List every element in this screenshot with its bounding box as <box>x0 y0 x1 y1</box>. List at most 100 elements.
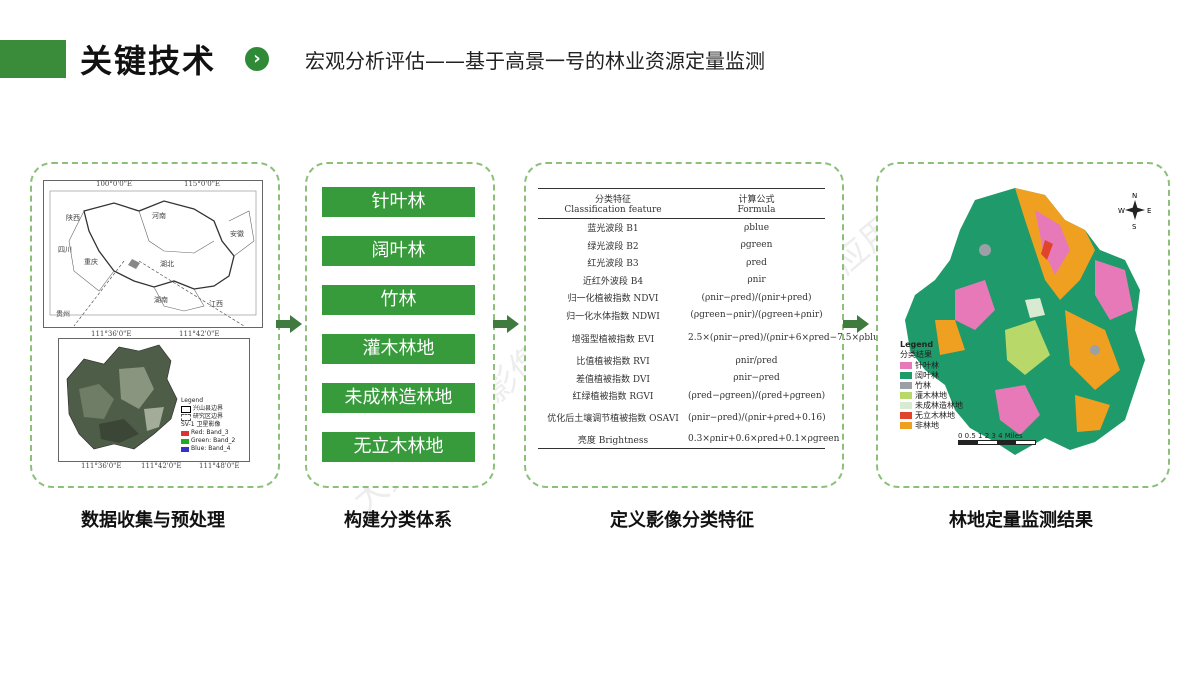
map-label: 河南 <box>152 212 166 220</box>
label-monitoring-result: 林地定量监测结果 <box>949 510 1093 531</box>
map-label: 湖北 <box>160 260 174 268</box>
legend-row: 竹林 <box>900 380 963 390</box>
scale-text: 0 0.5 1 2 3 4 <box>958 432 1003 440</box>
study-area-map: 111°36'0"E 111°42'0"E Legend 兴山县边界 研究区边界… <box>58 330 250 470</box>
feature-name: 归一化水体指数 NDWI <box>566 311 660 322</box>
feature-name: 近红外波段 B4 <box>582 276 644 287</box>
svg-text:S: S <box>1132 223 1137 230</box>
feature-name: 差值植被指数 DVI <box>576 374 650 385</box>
location-map: 100°0'0"E 115°0'0"E 陕西 河南 四川 重庆 湖北 湖南 安徽… <box>43 180 263 328</box>
table-row: 绿光波段 B2 ρgreen <box>538 237 825 255</box>
table-row: 优化后土壤调节植被指数 OSAVI(ρnir−ρred)/(ρnir+ρred+… <box>538 405 825 431</box>
page-title: 关键技术 <box>80 42 217 80</box>
feature-formula: (ρgreen−ρnir)/(ρgreen+ρnir) <box>690 310 823 321</box>
table-row: 比值植被指数 RVI ρnir/ρred <box>538 352 825 370</box>
legend-item: 兴山县边界 <box>193 405 224 412</box>
feature-name: 蓝光波段 B1 <box>587 224 639 235</box>
svg-text:N: N <box>1132 192 1137 200</box>
legend-title: Legend <box>181 397 204 404</box>
feature-name: 归一化植被指数 NDVI <box>567 294 659 305</box>
legend-item: 灌木林地 <box>915 390 947 400</box>
map-label: 111°42'0"E <box>179 330 220 338</box>
map-label: 安徽 <box>230 230 244 238</box>
class-item-young-plantation: 未成林造林地 <box>322 383 475 413</box>
arrow-right-icon <box>276 315 302 333</box>
feature-name: 绿光波段 B2 <box>587 241 639 252</box>
legend-item: Red: Band_3 <box>191 429 229 436</box>
legend-row: 针叶林 <box>900 360 963 370</box>
chevron-right-icon: › <box>245 47 269 71</box>
legend-item: Green: Band_2 <box>191 437 236 444</box>
arrow-right-icon <box>843 315 869 333</box>
classification-result-map <box>905 188 1145 455</box>
result-legend: Legend 分类结果 针叶林 阔叶林 竹林 灌木林地 未成林造林地 无立木林地… <box>900 340 963 430</box>
map-label: 湖南 <box>154 296 168 304</box>
feature-formula: ρnir/ρred <box>735 355 778 366</box>
table-row: 红绿植被指数 RGVI(ρred−ρgreen)/(ρred+ρgreen) <box>538 387 826 405</box>
feature-formula: 2.5×(ρnir−ρred)/(ρnir+6×ρred−7.5×ρblue+1… <box>688 333 901 343</box>
legend-row: Red: Band_3 <box>181 429 235 437</box>
table-row: 增强型植被指数 EVI 2.5×(ρnir−ρred)/(ρnir+6×ρred−… <box>538 324 901 352</box>
legend-subtitle: 分类结果 <box>900 350 932 359</box>
legend-row: 灌木林地 <box>900 390 963 400</box>
feature-formula: ρnir <box>747 275 766 286</box>
page-subtitle: 宏观分析评估——基于高景一号的林业资源定量监测 <box>305 49 765 73</box>
svg-text:W: W <box>1118 207 1125 215</box>
class-item-broadleaf: 阔叶林 <box>322 236 475 266</box>
map-label: 贵州 <box>56 310 70 318</box>
legend-item: SV-1 卫星影像 <box>181 421 221 428</box>
table-row: 近红外波段 B4 ρnir <box>538 272 825 290</box>
label-image-features: 定义影像分类特征 <box>610 510 754 531</box>
legend-item: 无立木林地 <box>915 410 955 420</box>
legend-item: 针叶林 <box>915 360 939 370</box>
table-row: 归一化植被指数 NDVI(ρnir−ρred)/(ρnir+ρred) <box>538 289 825 307</box>
province-map-drawing <box>49 190 257 327</box>
legend-item: 竹林 <box>915 380 931 390</box>
feature-formula: ρgreen <box>740 240 773 251</box>
feature-name: 红光波段 B3 <box>587 259 639 270</box>
legend-row: Green: Band_2 <box>181 437 235 445</box>
feature-name: 比值植被指数 RVI <box>576 357 650 368</box>
satellite-image-drawing <box>66 344 178 450</box>
legend-row: 未成林造林地 <box>900 400 963 410</box>
legend-item: 非林地 <box>915 420 939 430</box>
legend-row: 非林地 <box>900 420 963 430</box>
map-label: 江西 <box>209 300 223 308</box>
study-map-legend: Legend 兴山县边界 研究区边界 SV-1 卫星影像 Red: Band_3… <box>181 397 235 453</box>
legend-row: 阔叶林 <box>900 370 963 380</box>
legend-item: 阔叶林 <box>915 370 939 380</box>
map-label: 重庆 <box>84 258 98 266</box>
feature-formula: (ρred−ρgreen)/(ρred+ρgreen) <box>688 390 826 401</box>
feature-formula: ρnir−ρred <box>733 373 780 384</box>
title-accent-bar <box>0 40 66 78</box>
map-label: 陕西 <box>66 214 80 222</box>
map-label: 111°48'0"E <box>199 462 240 470</box>
scale-unit: Miles <box>1004 432 1023 440</box>
feature-name: 增强型植被指数 EVI <box>571 334 655 345</box>
map-label: 100°0'0"E <box>96 180 133 188</box>
class-item-coniferous: 针叶林 <box>322 187 475 217</box>
feature-name: 亮度 Brightness <box>577 435 649 446</box>
legend-row: Blue: Band_4 <box>181 445 235 453</box>
feature-name: 优化后土壤调节植被指数 OSAVI <box>547 414 679 424</box>
map-label: 111°42'0"E <box>141 462 182 470</box>
label-classification-system: 构建分类体系 <box>344 510 452 531</box>
legend-row: 兴山县边界 <box>181 405 235 413</box>
class-item-shrub: 灌木林地 <box>322 334 475 364</box>
legend-item: Blue: Band_4 <box>191 445 231 452</box>
map-label: 111°36'0"E <box>91 330 132 338</box>
class-item-bamboo: 竹林 <box>322 285 475 315</box>
feature-formula: ρred <box>746 257 767 268</box>
label-data-collection: 数据收集与预处理 <box>81 510 225 531</box>
legend-item: 未成林造林地 <box>915 400 963 410</box>
panel-image-features <box>524 162 844 488</box>
svg-text:E: E <box>1147 207 1151 215</box>
map-label: 四川 <box>58 246 72 254</box>
table-row: 差值植被指数 DVI ρnir−ρred <box>538 370 825 388</box>
north-arrow-icon: N W E S <box>1118 192 1151 230</box>
